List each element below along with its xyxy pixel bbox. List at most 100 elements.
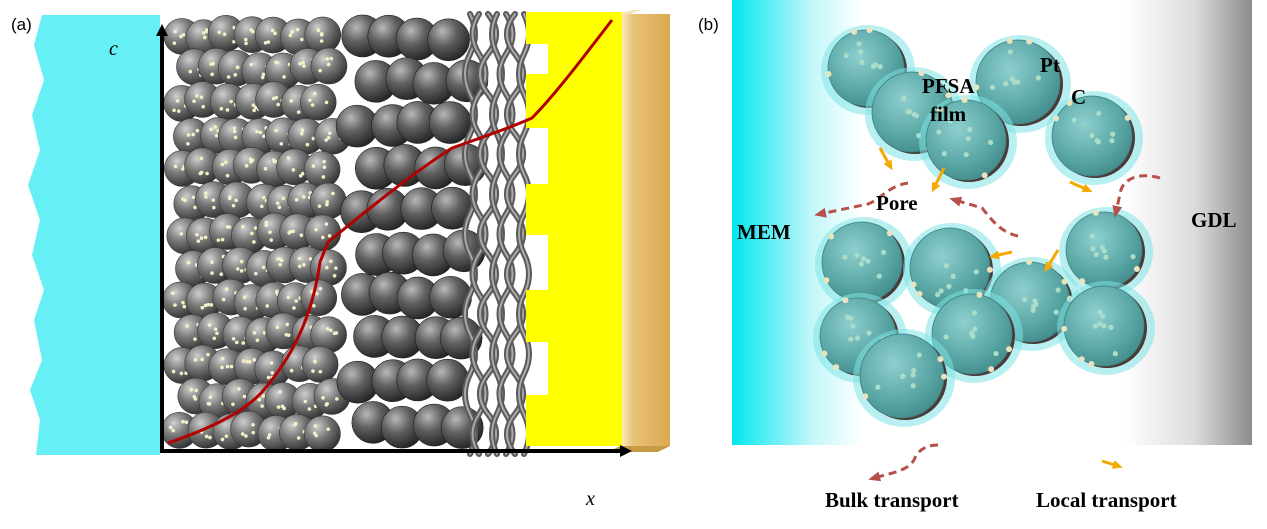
pt-dot bbox=[241, 224, 245, 229]
pt-particle bbox=[1097, 309, 1103, 315]
pt-particle bbox=[986, 266, 993, 273]
agglomerate bbox=[853, 329, 955, 427]
pt-dot bbox=[265, 304, 270, 308]
pt-dot bbox=[311, 136, 316, 141]
carbon-particle bbox=[264, 382, 302, 419]
pt-dot bbox=[220, 237, 225, 242]
local-transport-arrow bbox=[931, 167, 946, 193]
pt-dot bbox=[261, 72, 266, 77]
pt-dot bbox=[311, 369, 315, 373]
pt-dot bbox=[175, 99, 180, 103]
pt-dot bbox=[300, 128, 305, 133]
pt-particle bbox=[947, 118, 953, 124]
pt-particle bbox=[1112, 351, 1118, 357]
pt-dot bbox=[316, 28, 321, 33]
pt-dot bbox=[270, 371, 274, 375]
legend-local-label: Local transport bbox=[1036, 488, 1177, 512]
carbon-particle bbox=[276, 148, 313, 186]
pt-dot bbox=[220, 365, 224, 370]
mpl-particle bbox=[427, 18, 470, 62]
pt-particle bbox=[866, 27, 873, 34]
pt-particle bbox=[823, 277, 830, 284]
pt-dot bbox=[318, 369, 323, 374]
pt-dot bbox=[195, 232, 199, 237]
pt-particle bbox=[943, 334, 949, 340]
end-plate bbox=[620, 14, 670, 446]
pt-dot bbox=[324, 265, 329, 270]
pt-dot bbox=[191, 195, 196, 200]
pt-dot bbox=[296, 436, 301, 440]
pt-dot bbox=[299, 233, 304, 237]
pt-dot bbox=[193, 358, 198, 362]
panel-b-label: (b) bbox=[698, 15, 719, 34]
pt-dot bbox=[221, 297, 226, 302]
pt-dot bbox=[240, 432, 245, 436]
pt-dot bbox=[335, 397, 339, 401]
pt-dot bbox=[171, 428, 175, 433]
pt-dot bbox=[210, 260, 214, 264]
pt-particle bbox=[842, 254, 848, 260]
pt-dot bbox=[225, 173, 230, 178]
pt-dot bbox=[179, 371, 184, 376]
carbon-particle bbox=[265, 312, 303, 350]
agglomerates bbox=[813, 25, 1155, 427]
pt-particle bbox=[1089, 233, 1095, 239]
agglomerate bbox=[1059, 207, 1153, 297]
pt-dot bbox=[200, 357, 205, 362]
pt-particle bbox=[1099, 244, 1105, 250]
pt-particle bbox=[967, 126, 973, 132]
pt-dot bbox=[253, 271, 258, 276]
pt-dot bbox=[223, 160, 228, 165]
pt-particle bbox=[899, 373, 906, 379]
gdl-fibers bbox=[462, 11, 532, 457]
y-axis-label: c bbox=[109, 38, 118, 60]
pt-dot bbox=[321, 175, 326, 179]
pt-particle bbox=[1079, 278, 1086, 285]
pt-dot bbox=[278, 390, 282, 394]
pt-dot bbox=[219, 272, 224, 277]
pt-particle bbox=[1095, 139, 1101, 145]
pt-dot bbox=[251, 29, 255, 34]
pt-dot bbox=[320, 32, 324, 36]
pt-particle bbox=[860, 256, 867, 262]
pt-dot bbox=[290, 30, 294, 34]
pt-dot bbox=[199, 95, 204, 99]
pt-dot bbox=[276, 257, 280, 261]
pt-dot bbox=[253, 226, 258, 230]
pt-dot bbox=[277, 205, 282, 210]
local-transport-arrow bbox=[989, 250, 1013, 260]
pt-dot bbox=[235, 65, 240, 70]
pt-dot bbox=[325, 200, 329, 204]
current-collector bbox=[526, 12, 622, 446]
pt-particle bbox=[1030, 307, 1036, 313]
carbon-particle bbox=[303, 151, 341, 188]
legend-bulk-arrow bbox=[868, 443, 939, 482]
carbon-label: C bbox=[1071, 85, 1086, 109]
pt-dot bbox=[244, 434, 248, 438]
pt-dot bbox=[308, 98, 312, 102]
pt-dot bbox=[252, 108, 256, 113]
pt-particle bbox=[856, 41, 862, 47]
pt-dot bbox=[252, 330, 257, 335]
pt-dot bbox=[263, 40, 268, 45]
pt-dot bbox=[271, 158, 276, 162]
carbon-particle bbox=[209, 83, 247, 120]
pt-particle bbox=[963, 151, 969, 158]
pt-dot bbox=[241, 359, 246, 363]
pt-dot bbox=[231, 336, 236, 341]
pt-dot bbox=[312, 359, 317, 364]
pt-particle bbox=[972, 326, 978, 332]
pt-dot bbox=[329, 259, 333, 264]
pt-dot bbox=[291, 229, 296, 234]
pt-dot bbox=[252, 358, 257, 362]
pt-dot bbox=[183, 198, 187, 203]
pt-dot bbox=[321, 396, 325, 400]
pt-particle bbox=[934, 291, 941, 298]
pt-dot bbox=[266, 375, 271, 380]
membrane-label: MEM bbox=[737, 220, 791, 244]
pt-dot bbox=[314, 227, 318, 232]
pt-dot bbox=[262, 330, 267, 335]
pt-dot bbox=[251, 430, 256, 435]
pt-dot bbox=[217, 30, 222, 35]
pt-particle bbox=[1101, 248, 1107, 254]
